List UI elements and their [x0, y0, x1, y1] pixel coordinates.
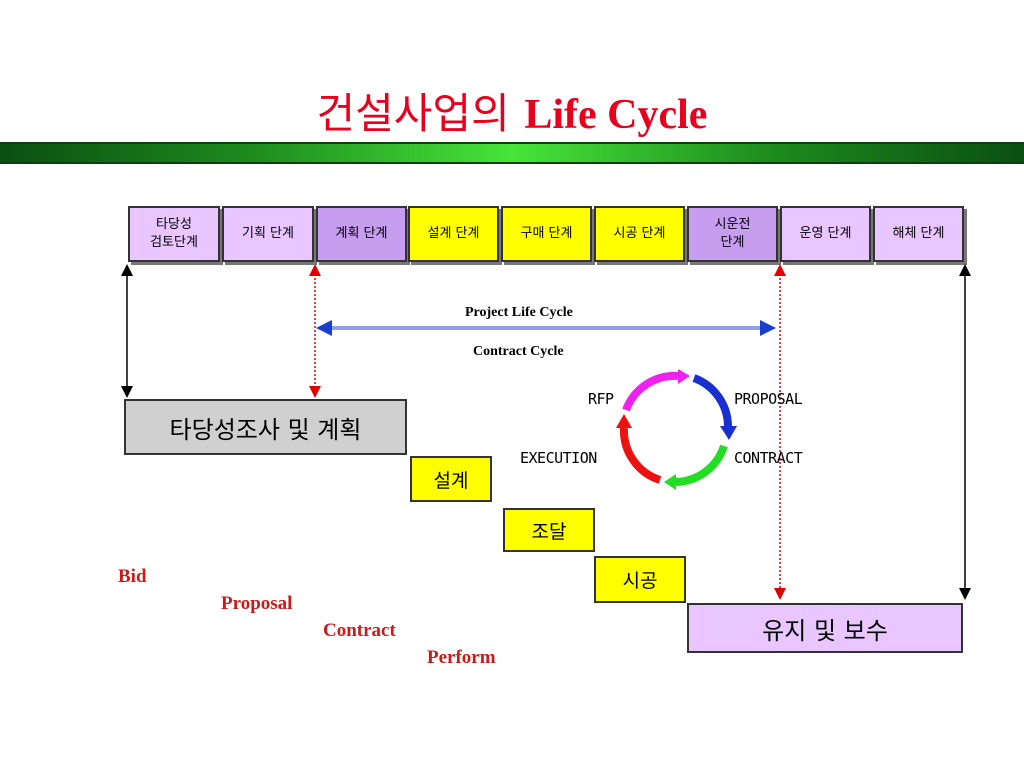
project-life-cycle-arrowhead-left [316, 320, 332, 336]
contract-cycle-label: Contract Cycle [473, 344, 564, 359]
cycle-arrow-rfp-to-proposal [622, 371, 679, 412]
construction-stage-box: 시공 [594, 556, 686, 603]
page-title: 건설사업의 Life Cycle [0, 86, 1024, 143]
phase-box-procurement: 구매 단계 [501, 206, 592, 262]
phase-box-feasibility: 타당성 검토단계 [128, 206, 220, 262]
project-life-cycle-arrowhead-right [760, 320, 776, 336]
title-english: Life Cycle [524, 92, 708, 138]
phase-label: 시공 단계 [613, 226, 666, 241]
phase-box-design: 설계 단계 [408, 206, 499, 262]
maintenance-stage-label: 유지 및 보수 [762, 616, 888, 645]
phase-box-operation: 운영 단계 [780, 206, 871, 262]
phase-box-demolition: 해체 단계 [873, 206, 964, 262]
contract-step: Contract [323, 620, 396, 641]
execution-label: EXECUTION [520, 449, 597, 467]
title-korean: 건설사업의 [316, 89, 510, 138]
proposal-label: PROPOSAL [734, 390, 803, 408]
phase-box-plan-design: 계획 단계 [316, 206, 407, 262]
maintenance-stage-box: 유지 및 보수 [687, 603, 963, 653]
cycle-arrow-execution-to-rfp [619, 427, 662, 484]
phase-box-construction: 시공 단계 [594, 206, 685, 262]
cycle-arrow-contract-to-execution [675, 444, 728, 486]
procurement-stage-box: 조달 [503, 508, 595, 552]
phase-label: 해체 단계 [892, 226, 945, 241]
phase-label: 운영 단계 [799, 226, 852, 241]
procurement-stage-label: 조달 [531, 520, 567, 543]
title-divider-band [0, 142, 1024, 164]
rfp-label: RFP [588, 390, 614, 408]
phase-box-planning: 기획 단계 [222, 206, 314, 262]
phase-box-commissioning: 시운전 단계 [687, 206, 778, 262]
phase-label: 타당성 검토단계 [150, 217, 198, 250]
project-life-cycle-label: Project Life Cycle [465, 305, 573, 320]
phase-label: 기획 단계 [242, 226, 294, 241]
proposal-step: Proposal [221, 593, 293, 614]
contract-label: CONTRACT [734, 449, 803, 467]
phase-label: 구매 단계 [520, 226, 573, 241]
perform-step: Perform [427, 647, 496, 668]
feasibility-stage-label: 타당성조사 및 계획 [169, 415, 362, 444]
phase-label: 설계 단계 [427, 226, 480, 241]
construction-stage-label: 시공 [622, 570, 658, 592]
feasibility-stage-box: 타당성조사 및 계획 [124, 399, 407, 455]
cycle-arrow-proposal-to-contract [692, 374, 732, 427]
design-stage-label: 설계 [433, 469, 469, 492]
bid-step: Bid [118, 566, 147, 587]
phase-label: 시운전 단계 [714, 217, 751, 250]
design-stage-box: 설계 [410, 456, 492, 502]
phase-label: 계획 단계 [335, 226, 388, 241]
